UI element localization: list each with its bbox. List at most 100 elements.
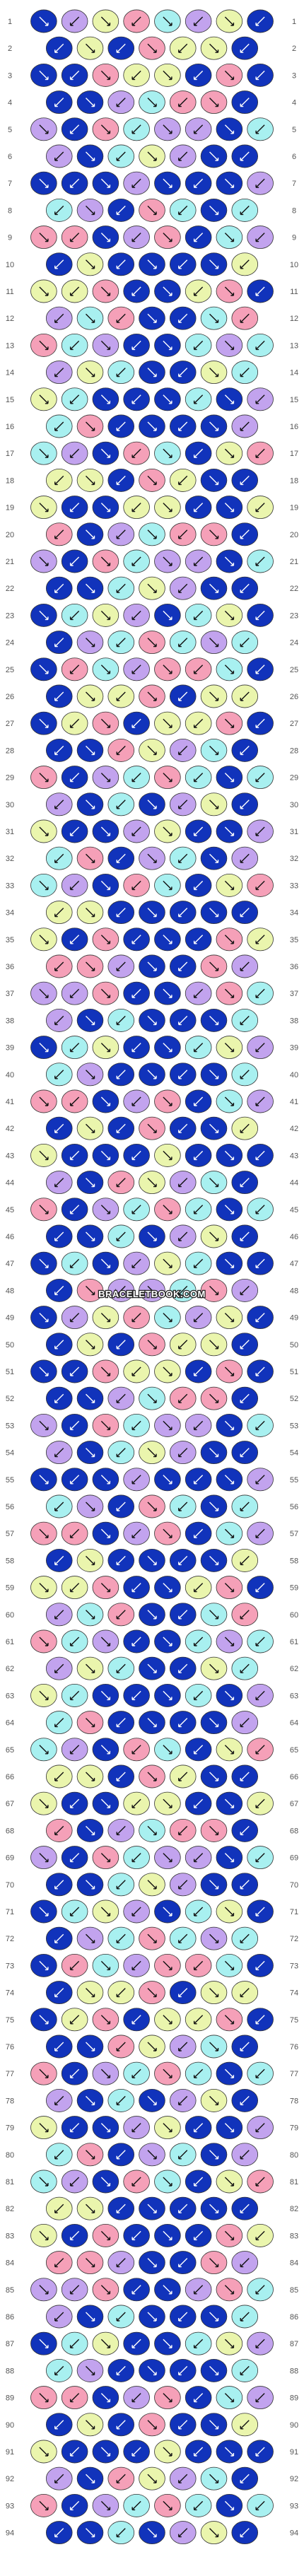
knot-arrow-icon [193,1907,204,1916]
knot-arrow-icon [163,2177,173,2186]
knot-arrow-icon [163,1366,173,1376]
knot-arrow-icon [178,1663,188,1673]
knot-arrow-icon [39,2393,49,2403]
row-number-right: 51 [290,1368,298,1376]
row-number-right: 34 [290,909,298,918]
knot-arrow-icon [100,124,111,134]
knot-arrow-icon [54,421,64,431]
row-number-left: 30 [6,801,14,809]
row-number-right: 15 [290,396,298,404]
knot-arrow-icon [54,1610,64,1620]
knot-arrow-icon [209,259,219,269]
knot-arrow-icon [100,1745,111,1755]
knot-arrow-icon [193,1637,204,1646]
knot-arrow-icon [100,2447,111,2457]
knot-arrow-icon [69,880,80,891]
row-number-left: 92 [6,2475,14,2483]
knot-arrow-icon [147,2365,157,2376]
row-number-right: 80 [290,2151,298,2160]
knot-arrow-icon [116,43,126,53]
knot-arrow-icon [178,421,188,431]
knot-arrow-icon [86,1555,95,1566]
row-number-left: 2 [8,45,12,53]
knot-arrow-icon [100,718,111,728]
knot-arrow-icon [69,2068,80,2078]
knot-arrow-icon [116,2150,126,2160]
knot-arrow-icon [178,2042,188,2051]
knot-arrow-icon [209,2042,219,2051]
knot-arrow-icon [255,2068,265,2078]
knot-arrow-icon [193,340,204,351]
knot-arrow-icon [240,368,250,377]
row-number-left: 56 [6,1503,14,1511]
knot-arrow-icon [69,2230,80,2241]
knot-arrow-icon [255,340,265,351]
row-number-right: 65 [290,1746,298,1755]
knot-arrow-icon [209,1070,219,1079]
knot-arrow-icon [54,1070,64,1079]
knot-arrow-icon [255,556,265,566]
knot-arrow-icon [163,2285,173,2295]
row-number-right: 16 [290,423,298,431]
row-number-left: 84 [6,2259,14,2268]
knot-arrow-icon [240,961,250,971]
knot-arrow-icon [54,529,64,539]
knot-arrow-icon [147,583,157,593]
knot-arrow-icon [54,2473,64,2483]
row-number-right: 27 [290,720,298,728]
row-number-left: 7 [8,180,12,188]
knot-arrow-icon [116,1015,126,1026]
row-number-right: 83 [290,2232,298,2240]
knot-arrow-icon [100,16,111,26]
knot-arrow-icon [178,853,188,863]
knot-arrow-icon [224,1745,235,1755]
knot-arrow-icon [116,745,126,756]
knot-arrow-icon [178,2258,188,2268]
knot-arrow-icon [116,313,126,323]
knot-arrow-icon [86,1718,95,1728]
knot-arrow-icon [116,2095,126,2106]
knot-arrow-icon [193,1258,204,1268]
knot-arrow-icon [131,286,141,296]
knot-arrow-icon [69,665,80,674]
knot-arrow-icon [147,1610,157,1620]
knot-arrow-icon [116,2528,126,2538]
knot-arrow-icon [147,1393,157,1403]
knot-arrow-icon [100,665,111,674]
knot-arrow-icon [255,988,265,998]
knot-arrow-icon [178,1501,188,1511]
row-number-left: 50 [6,1341,14,1350]
knot-arrow-icon [240,313,250,323]
knot-arrow-icon [86,1880,95,1890]
knot-arrow-icon [209,2203,219,2213]
row-number-right: 94 [290,2529,298,2538]
row-number-right: 28 [290,747,298,755]
row-number-right: 41 [290,1098,298,1106]
knot-arrow-icon [86,800,95,809]
knot-arrow-icon [163,1043,173,1053]
knot-arrow-icon [116,1880,126,1890]
knot-arrow-icon [255,1637,265,1646]
row-number-right: 19 [290,504,298,513]
knot-arrow-icon [69,503,80,513]
row-number-left: 67 [6,1800,14,1808]
knot-arrow-icon [178,475,188,486]
knot-arrow-icon [86,638,95,648]
knot-arrow-icon [54,853,64,863]
knot-arrow-icon [100,556,111,566]
knot-arrow-icon [163,773,173,783]
knot-arrow-icon [147,1015,157,1026]
knot-arrow-icon [39,935,49,944]
knot-arrow-icon [193,1960,204,1971]
knot-arrow-icon [209,43,219,53]
knot-arrow-icon [131,1528,141,1538]
row-number-left: 23 [6,611,14,620]
knot-arrow-icon [209,638,219,648]
knot-arrow-icon [163,1637,173,1646]
knot-arrow-icon [193,2015,204,2025]
knot-arrow-icon [39,1313,49,1323]
knot-arrow-icon [224,1043,235,1053]
knot-arrow-icon [39,1475,49,1485]
row-number-left: 57 [6,1530,14,1538]
